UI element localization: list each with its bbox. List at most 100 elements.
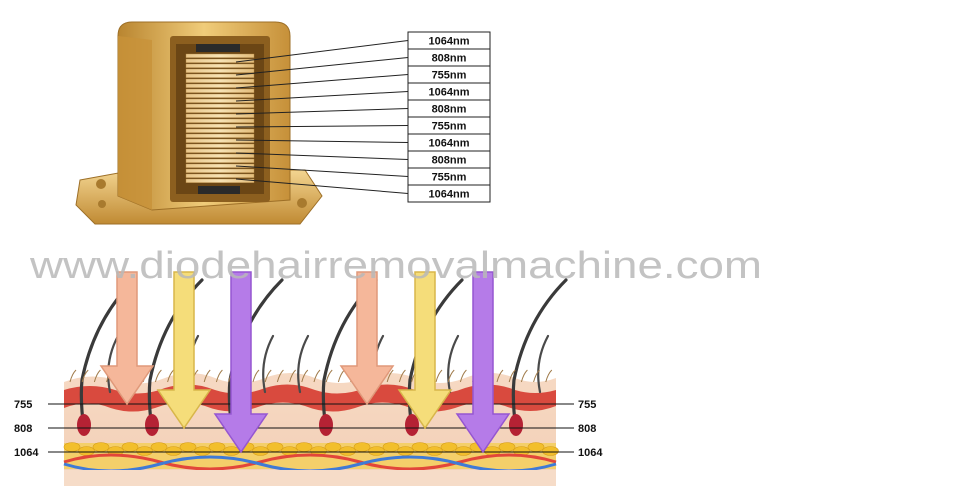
hair-bulb bbox=[319, 414, 333, 436]
diode-bar bbox=[185, 88, 255, 93]
fine-hair bbox=[313, 369, 321, 383]
fine-hair bbox=[447, 369, 455, 383]
fat-cell bbox=[527, 442, 545, 452]
leader-line bbox=[235, 165, 409, 177]
screw-hole-left-bottom bbox=[98, 200, 106, 208]
fat-cell bbox=[324, 442, 342, 452]
fat-cell bbox=[165, 446, 182, 456]
fat-cell bbox=[542, 446, 559, 456]
hair-shaft bbox=[407, 278, 464, 432]
watermark-text: www.diodehairremovalmachine.com bbox=[29, 245, 762, 287]
module-side-face bbox=[118, 36, 152, 210]
fat-cell bbox=[295, 442, 313, 452]
diode-bar bbox=[185, 63, 255, 68]
blood-vessel-red bbox=[63, 453, 557, 471]
fine-hair bbox=[264, 369, 272, 383]
diode-bar bbox=[185, 158, 255, 163]
laser-arrow bbox=[455, 271, 511, 454]
diode-bar bbox=[185, 133, 255, 138]
diode-bar bbox=[185, 138, 255, 143]
hair-shaft bbox=[107, 334, 120, 394]
leader-line bbox=[235, 91, 409, 102]
depth-label-left-808: 808 bbox=[14, 423, 32, 435]
clip-top bbox=[196, 44, 240, 52]
fine-hair bbox=[215, 369, 223, 383]
diode-bar bbox=[185, 153, 255, 158]
fat-cell bbox=[223, 446, 240, 456]
diode-bar bbox=[185, 118, 255, 123]
hair-shaft bbox=[262, 334, 275, 394]
diode-bar bbox=[185, 163, 255, 168]
fine-hair bbox=[276, 369, 284, 383]
hair-bulb bbox=[509, 414, 523, 436]
fat-cell bbox=[92, 442, 110, 452]
diode-bar bbox=[185, 58, 255, 63]
hair-bulb bbox=[405, 414, 419, 436]
fine-hair bbox=[81, 369, 89, 383]
fine-hair bbox=[520, 369, 528, 383]
leader-line bbox=[235, 57, 409, 76]
wavelength-label: 1064nm bbox=[429, 138, 470, 150]
laser-arrow bbox=[339, 271, 395, 406]
laser-arrow bbox=[213, 271, 269, 454]
fat-cell bbox=[78, 446, 95, 456]
laser-arrow bbox=[99, 271, 155, 406]
diode-bar bbox=[185, 143, 255, 148]
leader-line bbox=[235, 125, 409, 128]
fine-hair bbox=[203, 369, 211, 383]
diode-bar bbox=[185, 123, 255, 128]
diode-bar bbox=[185, 68, 255, 73]
wavelength-label: 755nm bbox=[432, 70, 467, 82]
fine-hair bbox=[508, 369, 516, 383]
leader-lines bbox=[235, 40, 409, 194]
diode-bar bbox=[185, 53, 255, 58]
fat-cell bbox=[208, 442, 226, 452]
depth-label-right-808: 808 bbox=[578, 423, 596, 435]
fine-hair bbox=[289, 369, 296, 383]
hair-shaft bbox=[447, 334, 460, 394]
fine-hair bbox=[301, 369, 309, 383]
fine-hair bbox=[386, 369, 394, 383]
diode-bar bbox=[185, 98, 255, 103]
screw-hole-left bbox=[96, 179, 106, 189]
hair-shaft bbox=[511, 278, 568, 432]
wavelength-label: 1064nm bbox=[429, 87, 470, 99]
fine-hair bbox=[398, 369, 406, 383]
fat-cell bbox=[150, 442, 168, 452]
depth-label-left-755: 755 bbox=[14, 399, 32, 411]
diode-bar bbox=[185, 148, 255, 153]
laser-arrow bbox=[397, 271, 453, 430]
hair-bulb bbox=[77, 414, 91, 436]
fine-hair bbox=[93, 369, 101, 383]
clip-bottom bbox=[198, 186, 240, 194]
wavelength-label: 808nm bbox=[432, 104, 467, 116]
subcutis-layer bbox=[64, 470, 556, 486]
fat-cell bbox=[136, 446, 153, 456]
fat-cell bbox=[498, 442, 516, 452]
wavelength-label: 755nm bbox=[432, 172, 467, 184]
leader-line bbox=[235, 108, 409, 115]
diode-bar bbox=[185, 103, 255, 108]
hair-shaft bbox=[537, 334, 550, 394]
fine-hair bbox=[533, 369, 540, 383]
wavelength-label-box bbox=[407, 184, 491, 203]
depth-label-right-1064: 1064 bbox=[578, 447, 603, 459]
wavelength-label: 755nm bbox=[432, 121, 467, 133]
fine-hair bbox=[435, 369, 443, 383]
fat-cell bbox=[339, 446, 356, 456]
hair-bulb bbox=[145, 414, 159, 436]
laser-module bbox=[75, 21, 323, 225]
hair-shaft bbox=[79, 278, 136, 432]
wavelength-label: 1064nm bbox=[429, 189, 470, 201]
fat-cell bbox=[382, 442, 400, 452]
skin-cross-section bbox=[48, 271, 574, 486]
hair-shaft bbox=[297, 334, 310, 394]
fine-hair bbox=[325, 369, 333, 383]
fine-hair bbox=[154, 369, 162, 383]
fine-hair bbox=[496, 369, 504, 383]
diode-bar bbox=[185, 173, 255, 178]
fat-cell bbox=[411, 442, 429, 452]
wavelength-label-list: 1064nm808nm755nm1064nm808nm755nm1064nm80… bbox=[407, 31, 491, 203]
diode-bar bbox=[185, 78, 255, 83]
